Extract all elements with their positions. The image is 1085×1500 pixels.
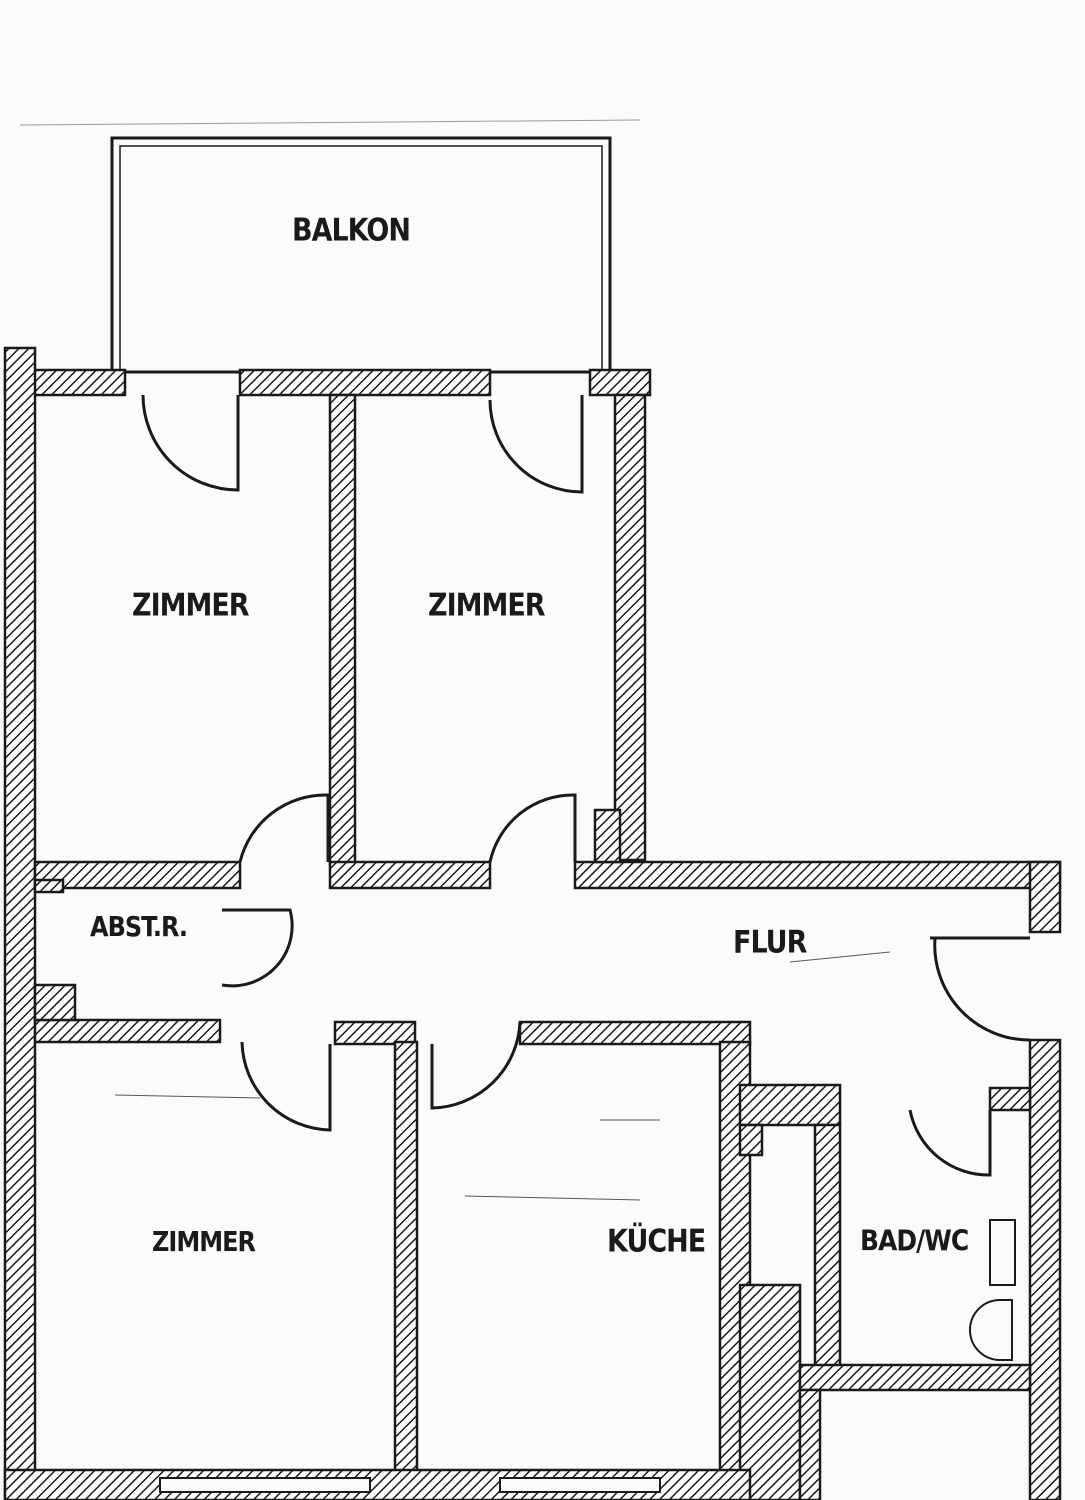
balcony-outline [110, 136, 612, 374]
door-top-right [488, 395, 584, 494]
room-label-hallway: FLUR [733, 924, 807, 961]
sink-icon [989, 1219, 1016, 1286]
annotation-lines [114, 951, 891, 1201]
door-room-bottom [240, 1041, 332, 1132]
room-label-balcony: BALKON [292, 212, 411, 249]
doors [141, 394, 1031, 1361]
room-label-room-bottom-left: ZIMMER [152, 1225, 256, 1259]
door-entrance [930, 936, 1031, 1042]
door-storage [221, 908, 294, 988]
door-kitchen [430, 1021, 522, 1110]
door-bath [908, 1109, 992, 1177]
walls [3, 346, 1062, 1500]
toilet-icon [969, 1299, 1013, 1361]
room-label-bathroom: BAD/WC [860, 1223, 969, 1258]
room-label-storage: ABST.R. [90, 910, 188, 944]
windows [159, 1477, 661, 1493]
door-room-right [488, 793, 577, 863]
room-label-kitchen: KÜCHE [607, 1223, 706, 1260]
scan-line [19, 119, 641, 126]
room-label-room-top-left: ZIMMER [132, 587, 250, 624]
door-top-left [141, 394, 240, 492]
room-label-room-top-right: ZIMMER [428, 587, 546, 624]
door-room-left [238, 793, 330, 863]
